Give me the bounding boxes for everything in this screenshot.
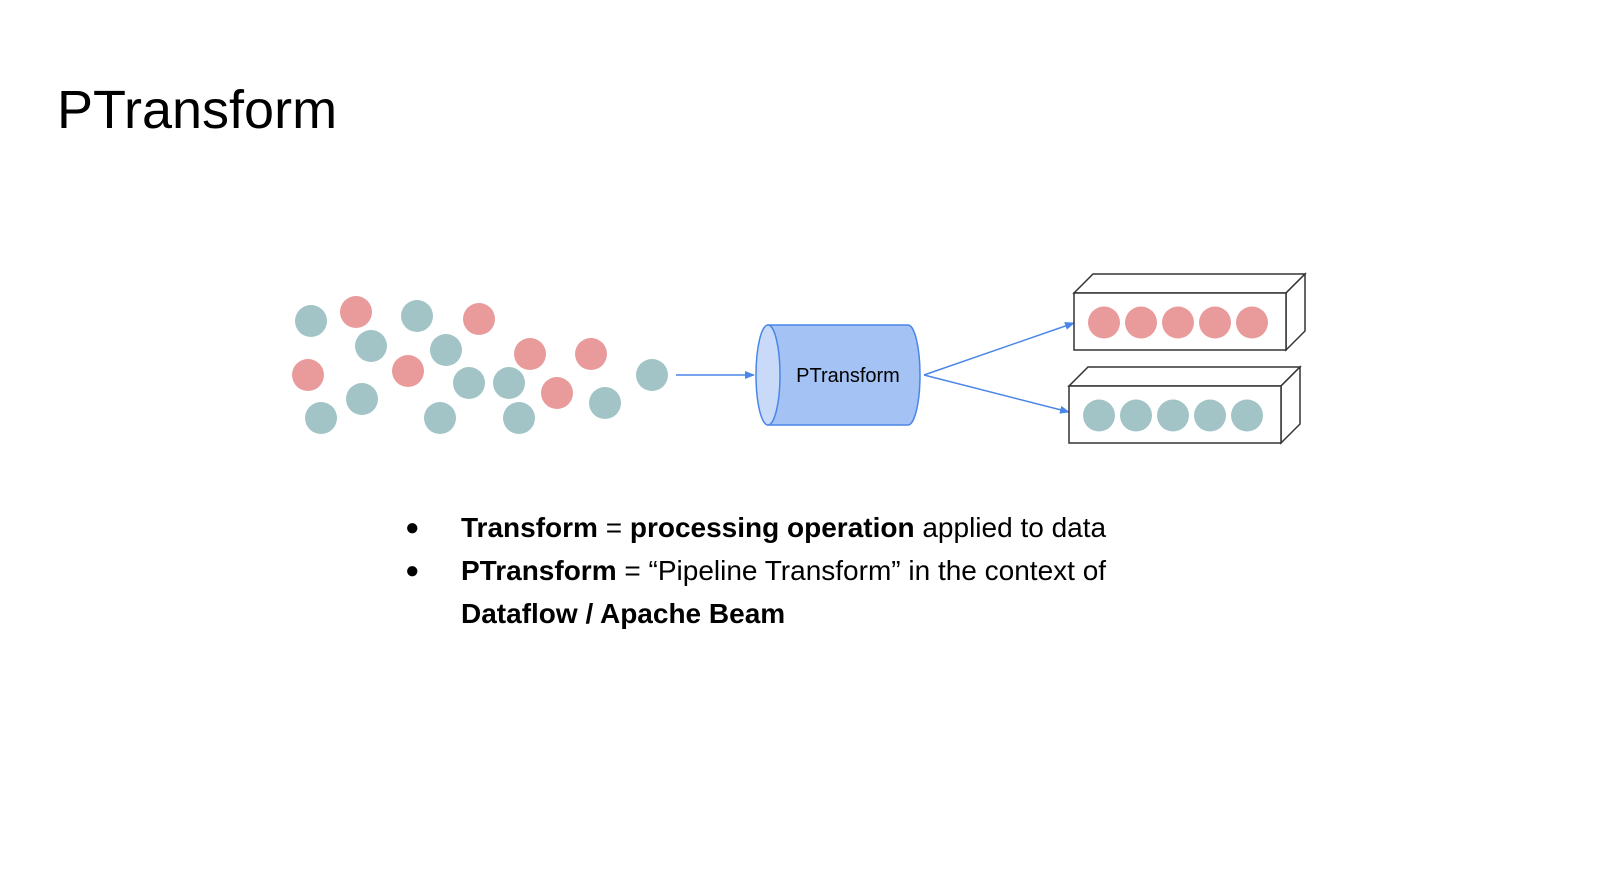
data-element-red — [514, 338, 546, 370]
data-element-teal — [295, 305, 327, 337]
data-element-teal — [589, 387, 621, 419]
bullet-text: applied to data — [914, 512, 1107, 543]
bullet-dot-icon: ● — [405, 557, 420, 584]
bullet-text: = — [597, 512, 630, 543]
data-element-red — [292, 359, 324, 391]
box-top-face — [1072, 273, 1307, 294]
ptransform-cylinder: PTransform — [755, 324, 921, 426]
output-pcollection-teal — [1067, 365, 1302, 445]
data-element-teal — [401, 300, 433, 332]
bullet-list: ● Transform = processing operation applie… — [405, 506, 1181, 635]
slide-title: PTransform — [57, 80, 338, 140]
data-element-teal — [636, 359, 668, 391]
output-arrow-red — [923, 322, 1075, 376]
data-element-teal — [493, 367, 525, 399]
cylinder-cap — [755, 324, 781, 426]
bullet-dot-icon: ● — [405, 514, 420, 541]
data-element-teal — [453, 367, 485, 399]
ptransform-label: PTransform — [796, 365, 900, 387]
output-arrow-teal — [923, 374, 1070, 414]
bold-term: Transform — [461, 512, 598, 543]
data-element-teal — [355, 330, 387, 362]
bold-term: processing operation — [629, 512, 915, 543]
data-element-red — [575, 338, 607, 370]
bullet-text: = “Pipeline Transform” in the context of — [616, 555, 1107, 586]
output-element-red — [1125, 306, 1157, 339]
bold-term: Dataflow / Apache Beam — [461, 598, 786, 629]
output-element-red — [1236, 306, 1268, 339]
output-element-teal — [1157, 399, 1189, 432]
output-element-red — [1199, 306, 1231, 339]
output-element-teal — [1231, 399, 1263, 432]
data-element-teal — [424, 402, 456, 434]
input-pcollection-elements — [292, 296, 668, 434]
output-element-teal — [1120, 399, 1152, 432]
output-element-red — [1162, 306, 1194, 339]
data-element-red — [541, 377, 573, 409]
data-element-red — [340, 296, 372, 328]
output-element-teal — [1083, 399, 1115, 432]
data-element-teal — [305, 402, 337, 434]
box-top-face — [1067, 366, 1302, 387]
bullet-item: ● PTransform = “Pipeline Transform” in th… — [405, 549, 1181, 635]
cylinder-body — [767, 324, 921, 426]
data-element-red — [392, 355, 424, 387]
data-element-teal — [503, 402, 535, 434]
data-element-red — [463, 303, 495, 335]
data-element-teal — [430, 334, 462, 366]
bullet-item: ● Transform = processing operation applie… — [405, 506, 1181, 549]
output-pcollection-red — [1072, 272, 1307, 352]
output-element-teal — [1194, 399, 1226, 432]
data-element-teal — [346, 383, 378, 415]
bold-term: PTransform — [461, 555, 617, 586]
output-element-red — [1088, 306, 1120, 339]
